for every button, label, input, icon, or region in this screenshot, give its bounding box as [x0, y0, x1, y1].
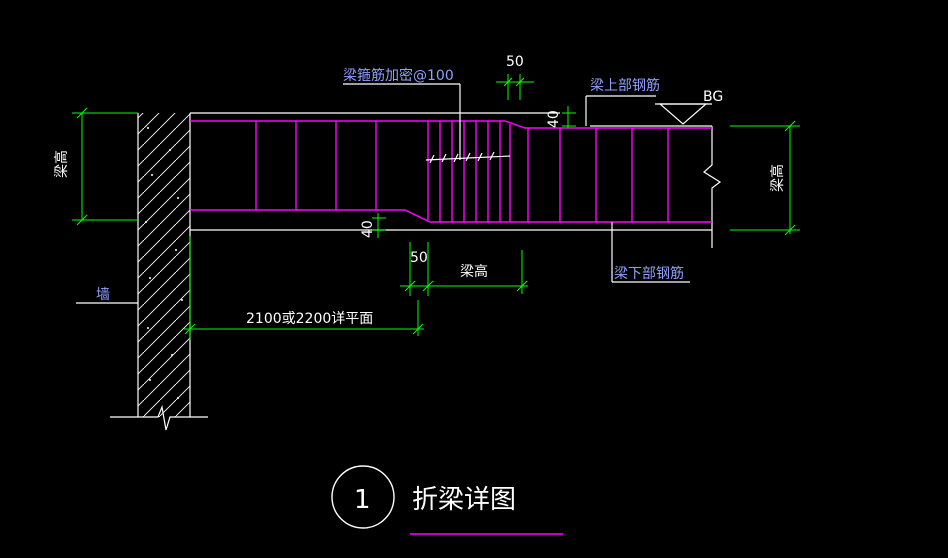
label-beam-height-right: 梁高	[769, 164, 786, 192]
labels: 梁箍筋加密@100 50 梁上部钢筋 BG 40 梁高 梁高 40 50 梁高 …	[53, 54, 786, 327]
leaders	[76, 83, 690, 304]
label-top-rebar: 梁上部钢筋	[590, 77, 660, 94]
beam-outline	[190, 103, 722, 248]
dimensions	[72, 74, 800, 340]
label-beam-height-bottom: 梁高	[460, 263, 488, 280]
label-bg: BG	[703, 89, 723, 105]
label-span: 2100或2200详平面	[246, 311, 373, 327]
detail-number-circle	[331, 465, 395, 529]
label-dim-40-bottom: 40	[360, 220, 376, 238]
detail-number: 1	[354, 485, 371, 515]
detail-title: 1 折梁详图	[331, 465, 563, 535]
label-beam-height-left: 梁高	[53, 150, 70, 178]
rebar	[190, 120, 712, 223]
label-dim-50-bottom: 50	[410, 250, 428, 266]
wall	[110, 113, 208, 431]
label-dim-50-top: 50	[506, 54, 524, 70]
detail-title-text: 折梁详图	[412, 485, 516, 515]
label-wall: 墙	[96, 287, 110, 303]
label-stirrup-dense: 梁箍筋加密@100	[343, 67, 454, 84]
label-bottom-rebar: 梁下部钢筋	[614, 265, 684, 282]
label-dim-40-top: 40	[546, 110, 562, 128]
